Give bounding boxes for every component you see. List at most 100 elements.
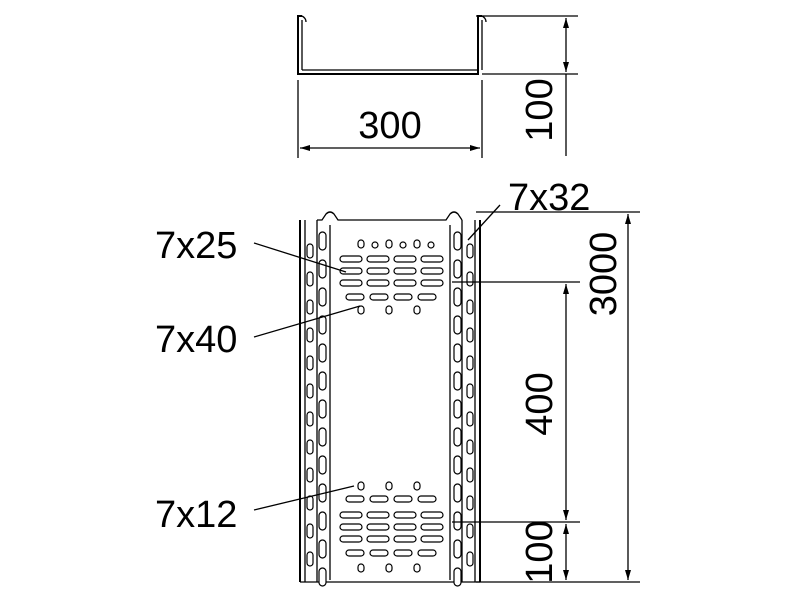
side-slot [453,483,462,503]
mid-slot [417,549,437,557]
long-slot [420,279,444,287]
side-slots [306,231,474,587]
mid-slot [393,549,413,557]
long-slot [339,255,363,263]
flange-slot [466,327,474,343]
flange-slot [466,467,474,483]
long-slot [393,511,417,519]
height-label: 100 [519,78,561,141]
flange-slot [466,355,474,371]
long-slot [420,267,444,275]
long-slot [366,267,390,275]
spacing-label: 400 [519,372,561,435]
width-label: 300 [358,105,421,147]
flange-slot [306,467,314,483]
side-slot [453,287,462,307]
tray-plan [299,211,481,583]
round-hole [357,305,365,315]
long-slot [366,255,390,263]
mid-slot [417,293,437,301]
slot-callouts: 7x32 7x25 7x40 7x12 [155,177,590,536]
long-slot [420,255,444,263]
mid-slot [345,293,365,301]
length-dimension: 3000 [476,211,640,583]
side-slot [453,399,462,419]
mid-slot [369,293,389,301]
side-slot [318,287,327,307]
flange-slot [306,243,314,259]
round-hole [427,241,435,249]
flange-slot [466,411,474,427]
flange-slot [306,355,314,371]
flange-slot [306,327,314,343]
long-slot [393,255,417,263]
tray-profile [297,15,487,75]
long-slot [393,279,417,287]
side-slot [318,511,327,531]
side-slot [318,371,327,391]
side-slot [453,259,462,279]
length-label: 3000 [583,232,625,317]
round-hole [385,239,393,249]
long-slot-label: 7x25 [155,225,237,267]
round-hole [357,239,365,249]
side-slot [318,399,327,419]
flange-slot [466,299,474,315]
long-slot [393,535,417,543]
side-slot [453,567,462,587]
side-slot [318,539,327,559]
flange-slot [306,383,314,399]
round-hole [413,239,421,249]
side-slot [453,511,462,531]
long-slot [339,511,363,519]
flange-slot [306,299,314,315]
mid-slot [417,495,437,503]
long-slot [420,523,444,531]
height-dimension: 100 [476,15,578,156]
long-slot [366,511,390,519]
long-slot [366,523,390,531]
long-slot [366,535,390,543]
side-slot [318,343,327,363]
base-slots [339,239,444,573]
side-slot [318,427,327,447]
side-slot [318,315,327,335]
flange-slot [466,383,474,399]
spacing-dimension: 400 [452,281,580,523]
mid-slot [369,549,389,557]
long-slot [366,279,390,287]
round-hole [413,563,421,573]
round-hole [413,481,421,491]
side-slot [453,371,462,391]
round-hole [385,481,393,491]
side-slot [453,455,462,475]
mid-slot [345,495,365,503]
flange-slot [466,495,474,511]
side-slot [318,259,327,279]
side-slot [318,455,327,475]
mid-slot [345,549,365,557]
round-hole [399,241,407,249]
side-slot-label: 7x32 [508,177,590,219]
long-slot [339,523,363,531]
round-hole [357,481,365,491]
side-slot [318,567,327,587]
long-slot [420,511,444,519]
round-hole [357,563,365,573]
side-slot [453,231,462,251]
flange-slot [466,271,474,287]
flange-slot [306,495,314,511]
long-slot [393,523,417,531]
flange-slot [306,551,314,567]
mid-slot-label: 7x40 [155,319,237,361]
round-hole [371,241,379,249]
flange-slot [466,551,474,567]
flange-slot [466,439,474,455]
flange-slot [306,523,314,539]
side-slot [453,539,462,559]
round-hole-label: 7x12 [155,494,237,536]
flange-slot [466,523,474,539]
long-slot [420,535,444,543]
end-label: 100 [519,520,561,583]
